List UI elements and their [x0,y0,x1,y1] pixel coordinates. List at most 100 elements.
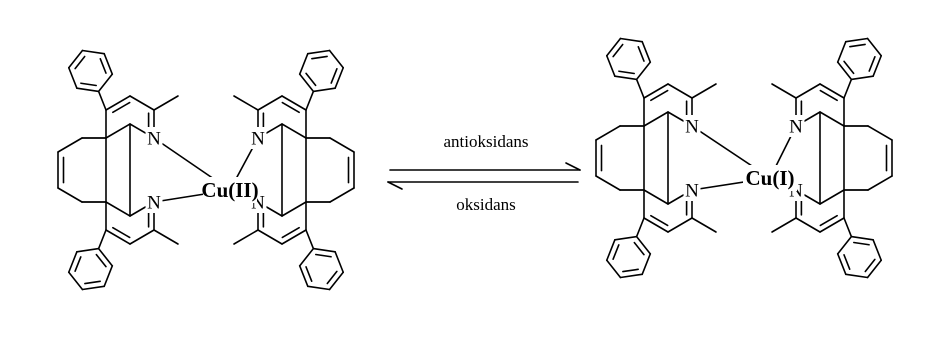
left-ligand-b-upper-pyridine-bond [257,95,283,111]
left-ligand-b-lower-pyridine-bond [281,201,307,217]
right-ligand-b-lower-phenyl-bond [872,239,883,262]
left-ligand-b-lower-pyridine-bond [257,229,283,245]
right-ligand-b-lower-pyridine-bond [795,217,821,233]
right-ligand-a-lower-pyridine-bond [667,217,693,233]
reverse-condition-label: oksidans [456,195,516,214]
right-ligand-b-lower-phenyl-double-bond [853,241,870,246]
left-ligand-a-methyl [153,229,179,245]
right-ligand-b-lower-pyridine-bond [819,189,845,205]
left-ligand-b-lower-phenyl-bond [312,247,336,253]
bond-lines [57,37,893,291]
right-ligand-a-n-atom-backdrop [683,115,701,137]
right-ligand-a-upper-pyridine-bond [643,111,669,127]
left-ligand-a-lower-pyridine-bond [105,201,131,217]
left-ligand-a-lower-phenyl-double-bond [74,256,82,273]
reverse-arrow-head [387,181,403,190]
left-ligand-b-lower-phenyl-double-bond [305,266,313,282]
right-ligand-a-lower-phenyl-double-bond [612,244,620,261]
right-ligand-b-upper-phenyl-double-bond [843,60,855,75]
left-ligand-b-lower-phenyl-bond [298,265,309,288]
right-ligand-b-lower-phenyl-link [843,217,853,238]
left-ligand-a-upper-phenyl-bond [103,52,114,75]
left-ligand-b-benzo-ring-bond [329,187,355,203]
right-ligand-a-upper-phenyl-bond [619,37,644,43]
left-ligand-b-methyl [233,229,259,245]
left-ligand-a-upper-phenyl-double-bond [99,58,107,74]
forward-condition-label: antioksidans [444,132,529,151]
left-ligand-b-lower-phenyl-bond [306,285,331,291]
left-ligand-b-upper-phenyl-bond [298,73,315,93]
right-ligand-a-lower-phenyl-bond [641,253,652,276]
left-ligand-a-lower-phenyl-bond [67,271,84,291]
right-ligand-b-upper-phenyl-bond [836,61,853,81]
right-ligand-a-lower-pyridine-bond [643,189,669,205]
right-ligand-a-lower-phenyl-double-bond [633,241,645,256]
right-ligand-b-n-atom-backdrop [787,115,805,137]
right-ligand-a-lower-pyridine-double-bond [650,214,669,227]
right-ligand-b-upper-phenyl-bond [850,75,874,81]
right-ligand-b-upper-phenyl-double-bond [868,55,876,72]
left-ligand-a-upper-phenyl-double-bond [74,55,86,70]
left-ligand-b-lower-phenyl-double-bond [326,270,338,285]
left-ligand-a-benzo-ring-bond [57,137,83,153]
right-ligand-b-benzo-ring-bond [867,125,893,141]
left-ligand-b-lower-phenyl-bond [298,247,315,267]
right-ligand-a-lower-phenyl-double-bond [622,268,639,273]
right-ligand-a-lower-phenyl-bond [605,259,622,279]
left-ligand-b-upper-phenyl-bond [298,52,309,75]
left-ligand-b-methyl [233,95,259,111]
left-ligand-b-lower-phenyl-link [305,229,315,250]
left-ligand-b-upper-phenyl-link [305,90,315,111]
forward-arrow-head [565,162,581,171]
left-ligand-b-upper-phenyl-bond [334,66,345,89]
right-ligand-b-upper-phenyl-bond [836,40,847,63]
left-ligand-a-upper-phenyl-bond [97,73,114,93]
left-ligand-b-lower-phenyl-double-bond [315,253,332,258]
left-ligand-a-lower-phenyl-bond [97,247,114,267]
right-ligand-b-upper-pyridine-double-bond [819,89,838,102]
right-ligand-a-upper-pyridine-bond [643,83,669,99]
left-ligand-b-upper-phenyl-double-bond [305,72,317,87]
left-ligand-a-lower-pyridine-double-bond [112,226,131,239]
left-ligand-b-upper-phenyl-bond [312,87,336,93]
right-ligand-b-benzo-ring-bond [867,175,893,191]
right-metal-center: Cu(I) [745,166,794,190]
left-ligand-b-upper-phenyl-double-bond [311,55,328,60]
left-ligand-a-upper-phenyl-bond [67,49,84,69]
left-metal-center-backdrop [203,177,257,203]
right-ligand-a-methyl [691,217,717,233]
left-ligand-a-lower-phenyl-bond [76,247,100,253]
left-ligand-a-benzo-ring-bond [57,187,83,203]
right-ligand-b-upper-phenyl-double-bond [849,43,866,48]
left-ligand-b-benzo-ring-bond [329,137,355,153]
left-ligand-b-lower-pyridine-double-bond [281,226,300,239]
right-metal-center-backdrop [743,165,797,191]
right-ligand-b-upper-phenyl-bond [872,54,883,77]
equilibrium-arrows [387,162,581,190]
right-ligand-b-lower-phenyl-double-bond [843,254,851,270]
left-ligand-a-upper-phenyl-double-bond [80,82,97,87]
right-ligand-a-n-atom: N [685,181,699,202]
right-ligand-b-lower-pyridine-double-bond [819,214,838,227]
left-metal-center: Cu(II) [201,178,258,202]
left-ligand-a-n-atom: N [147,193,161,214]
left-ligand-a-methyl [153,95,179,111]
right-ligand-a-upper-phenyl-double-bond [637,46,645,62]
right-ligand-a-benzo-ring-bond [595,125,621,141]
left-ligand-a-upper-pyridine-bond [105,95,131,111]
right-ligand-b-methyl [771,217,797,233]
right-ligand-a-lower-phenyl-bond [614,235,638,241]
right-ligand-a-upper-phenyl-link [635,78,645,99]
right-ligand-a-upper-phenyl-bond [605,54,616,77]
right-ligand-a-lower-phenyl-bond [605,239,616,262]
left-ligand-a-n-atom: N [147,129,161,150]
left-ligand-a-lower-pyridine-bond [129,229,155,245]
left-ligand-a-lower-phenyl-double-bond [95,253,107,268]
left-ligand-a-upper-phenyl-bond [81,49,106,55]
right-ligand-b-methyl [771,83,797,99]
right-ligand-b-upper-pyridine-bond [819,83,845,99]
right-ligand-a-lower-phenyl-bond [635,235,652,255]
left-ligand-b-lower-phenyl-bond [328,271,345,291]
